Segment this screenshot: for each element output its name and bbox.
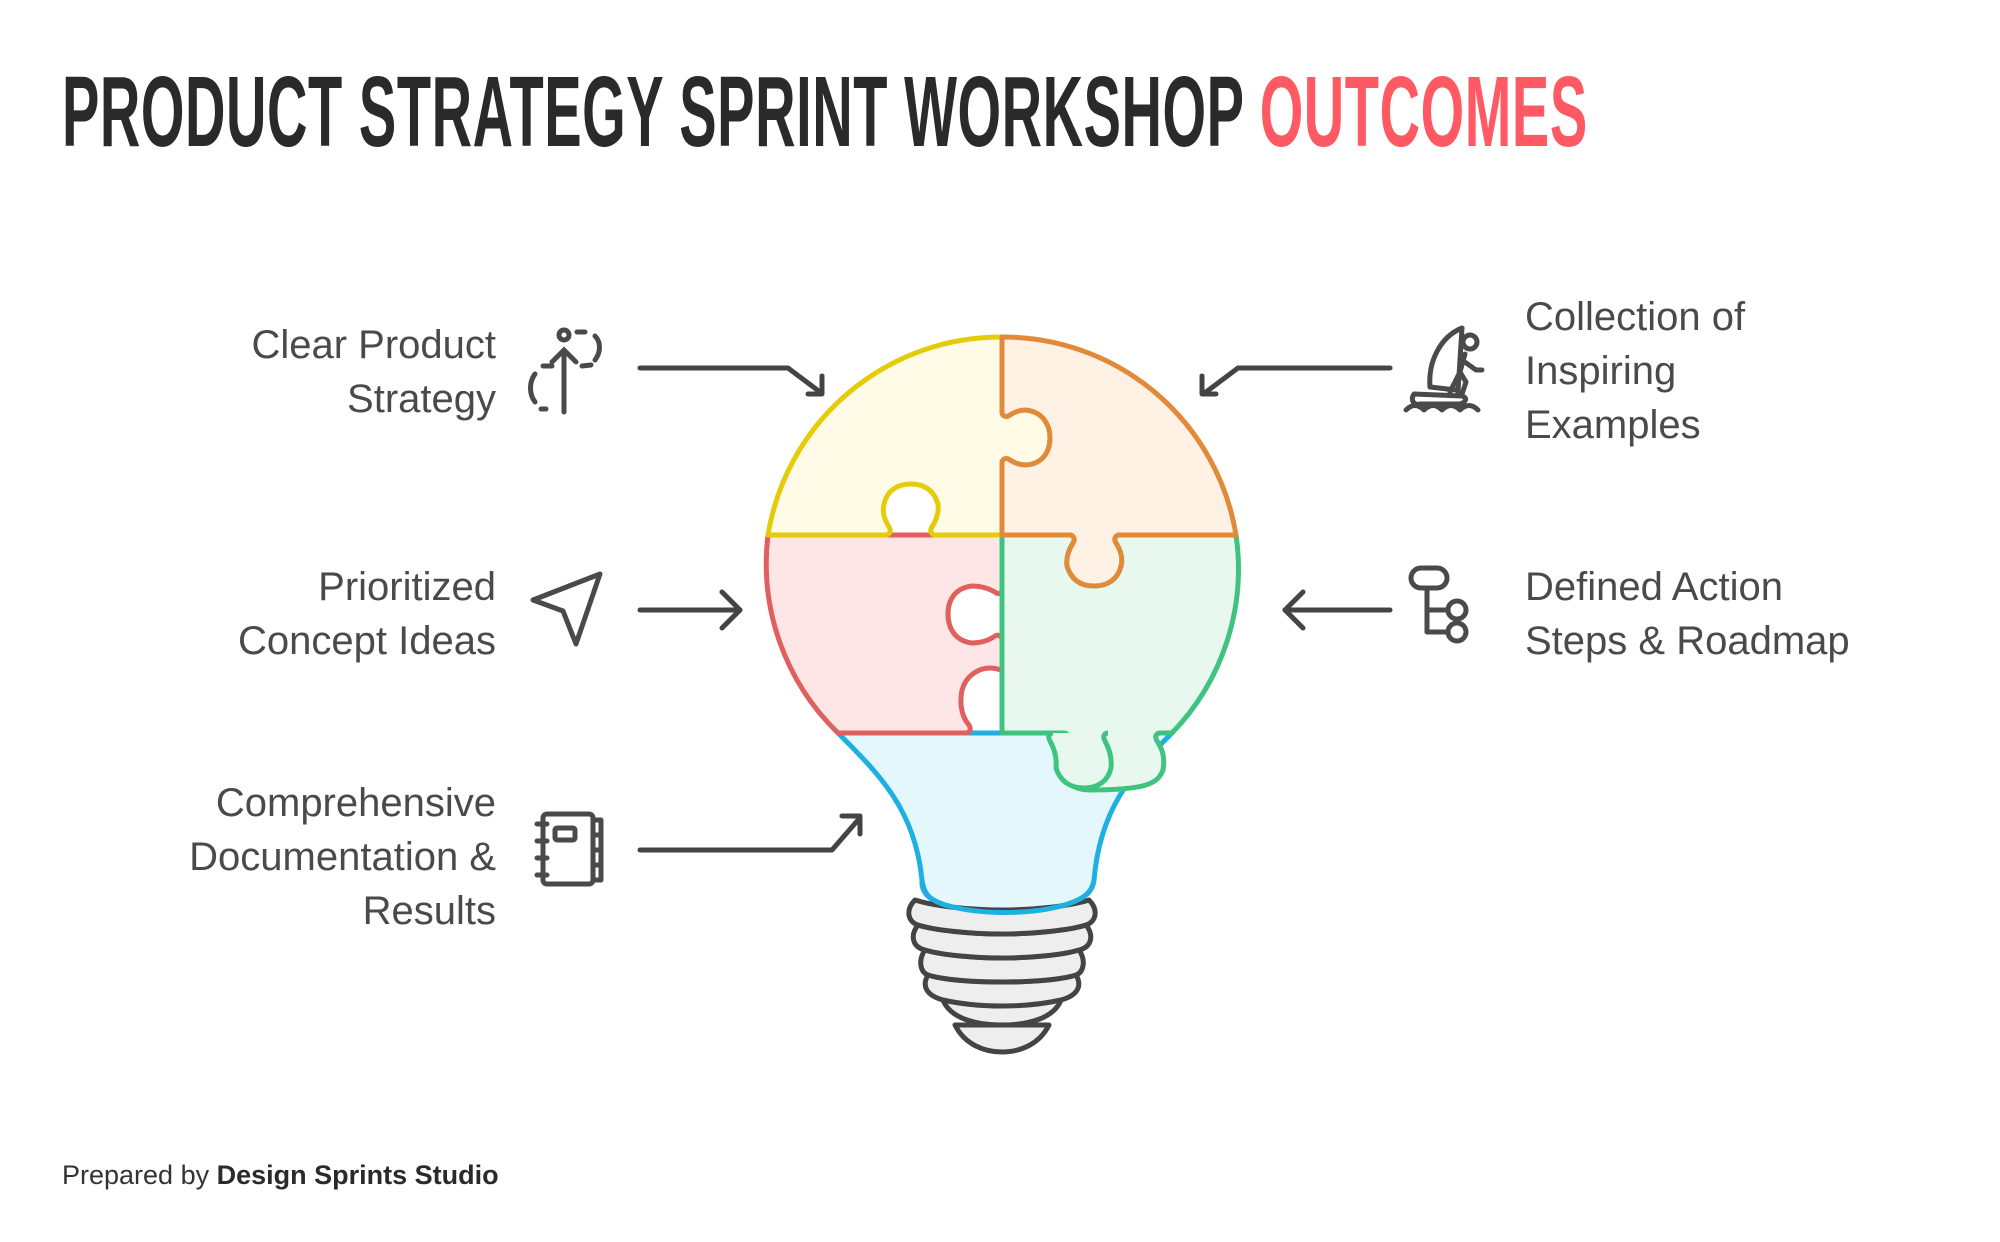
label-line: Comprehensive <box>215 781 496 825</box>
bulb-top-right-piece <box>999 334 1239 589</box>
arrow-documentation <box>637 813 863 853</box>
page-title: PRODUCT STRATEGY SPRINT WORKSHOP OUTCOME… <box>62 52 1588 172</box>
footer-author: Design Sprints Studio <box>216 1160 499 1190</box>
arrow-strategy <box>637 365 825 397</box>
bulb-green-tab <box>1046 730 1114 791</box>
windsurfer-icon <box>1403 325 1485 413</box>
bulb-neck-lip <box>919 879 1097 915</box>
arrow-examples <box>1199 365 1393 397</box>
footer-credit: Prepared by Design Sprints Studio <box>62 1160 499 1191</box>
arrow-roadmap <box>1282 589 1393 631</box>
label-line: Steps & Roadmap <box>1525 619 1850 663</box>
outcome-label-concepts: Prioritized Concept Ideas <box>238 560 496 668</box>
outcome-label-roadmap: Defined Action Steps & Roadmap <box>1525 560 1850 668</box>
footer-prefix: Prepared by <box>62 1160 210 1190</box>
label-line: Inspiring <box>1525 349 1677 393</box>
label-line: Strategy <box>347 377 496 421</box>
label-line: Documentation & <box>189 835 496 879</box>
title-main: PRODUCT STRATEGY SPRINT WORKSHOP <box>62 56 1244 168</box>
label-line: Collection of <box>1525 295 1746 339</box>
label-line: Clear Product <box>251 323 496 367</box>
label-line: Results <box>362 889 496 933</box>
outcome-label-examples: Collection of Inspiring Examples <box>1525 290 1745 452</box>
bulb-screw-base <box>906 897 1098 1055</box>
bulb-mid-left-piece <box>763 532 1021 736</box>
outcome-label-strategy: Clear Product Strategy <box>251 318 496 426</box>
label-line: Defined Action <box>1525 565 1783 609</box>
label-line: Concept Ideas <box>238 619 496 663</box>
label-line: Examples <box>1525 403 1701 447</box>
title-accent: OUTCOMES <box>1259 56 1588 168</box>
dashed-circles-arrow-up-icon <box>528 327 602 415</box>
label-line: Prioritized <box>318 565 496 609</box>
tree-structure-icon <box>1408 565 1469 644</box>
arrow-concepts <box>637 589 743 631</box>
navigation-pointer-icon <box>530 571 603 647</box>
notebook-icon <box>534 811 604 887</box>
outcome-label-documentation: Comprehensive Documentation & Results <box>189 776 496 938</box>
